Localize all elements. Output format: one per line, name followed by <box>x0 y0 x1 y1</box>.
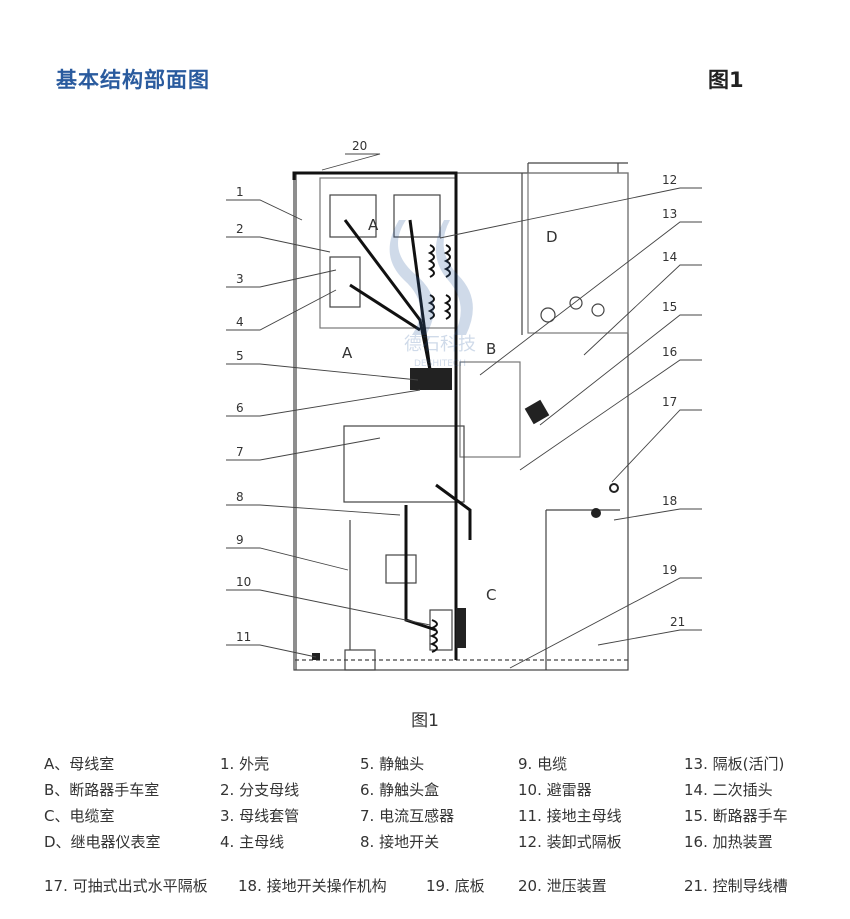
legend-item-14: 14. 二次插头 <box>684 781 773 799</box>
legend-item-19: 19. 底板 <box>426 877 485 895</box>
legend-item-10: 10. 避雷器 <box>518 781 592 799</box>
callout-17: 17 <box>662 395 677 409</box>
callout-1: 1 <box>236 185 244 199</box>
callout-3: 3 <box>236 272 244 286</box>
legend-item-11: 11. 接地主母线 <box>518 807 622 825</box>
callout-18: 18 <box>662 494 677 508</box>
figure-caption: 图1 <box>411 711 439 731</box>
legend-item-7: 7. 电流互感器 <box>360 807 455 825</box>
callout-16: 16 <box>662 345 677 359</box>
legend-item-4: 4. 主母线 <box>220 833 285 851</box>
legend-item-13: 13. 隔板(活门) <box>684 755 785 773</box>
figure-tag: 图1 <box>708 68 744 92</box>
callout-19: 19 <box>662 563 677 577</box>
legend-room-b: B、断路器手车室 <box>44 781 160 799</box>
legend-item-5: 5. 静触头 <box>360 755 425 773</box>
room-label-a-lower: A <box>342 344 353 362</box>
legend-item-9: 9. 电缆 <box>518 755 568 773</box>
callout-14: 14 <box>662 250 677 264</box>
legend-item-16: 16. 加热装置 <box>684 833 773 851</box>
callout-8: 8 <box>236 490 244 504</box>
legend-item-3: 3. 母线套管 <box>220 807 300 825</box>
legend-item-6: 6. 静触头盒 <box>360 781 440 799</box>
room-label-b: B <box>486 340 496 358</box>
callout-21: 21 <box>670 615 685 629</box>
legend-item-21: 21. 控制导线槽 <box>684 877 788 895</box>
callout-12: 12 <box>662 173 677 187</box>
watermark-subtext: DESHITECH <box>414 359 466 369</box>
legend-room-d: D、继电器仪表室 <box>44 833 161 851</box>
watermark-text: 德石科技 <box>404 334 476 355</box>
legend-item-2: 2. 分支母线 <box>220 781 300 799</box>
page-title: 基本结构部面图 <box>56 68 210 92</box>
callout-11: 11 <box>236 630 251 644</box>
callout-13: 13 <box>662 207 677 221</box>
callout-6: 6 <box>236 401 244 415</box>
callout-5: 5 <box>236 349 244 363</box>
callout-9: 9 <box>236 533 244 547</box>
room-label-a-upper: A <box>368 216 379 234</box>
legend-item-20: 20. 泄压装置 <box>518 877 607 895</box>
callout-15: 15 <box>662 300 677 314</box>
legend-room-a: A、母线室 <box>44 755 115 773</box>
legend-item-17: 17. 可抽式出式水平隔板 <box>44 877 208 895</box>
legend-item-15: 15. 断路器手车 <box>684 807 788 825</box>
callout-4: 4 <box>236 315 244 329</box>
legend-item-1: 1. 外壳 <box>220 755 270 773</box>
legend-item-8: 8. 接地开关 <box>360 833 440 851</box>
callout-7: 7 <box>236 445 244 459</box>
switchgear-section-diagram: 德石科技 DESHITECH A A B C D 1 2 3 <box>226 139 702 671</box>
room-label-c: C <box>486 586 496 604</box>
legend-item-18: 18. 接地开关操作机构 <box>238 877 387 895</box>
callout-2: 2 <box>236 222 244 236</box>
legend-room-c: C、电缆室 <box>44 807 115 825</box>
callout-20: 20 <box>352 139 367 153</box>
legend-item-12: 12. 装卸式隔板 <box>518 833 622 851</box>
callout-10: 10 <box>236 575 251 589</box>
room-label-d: D <box>546 228 558 246</box>
